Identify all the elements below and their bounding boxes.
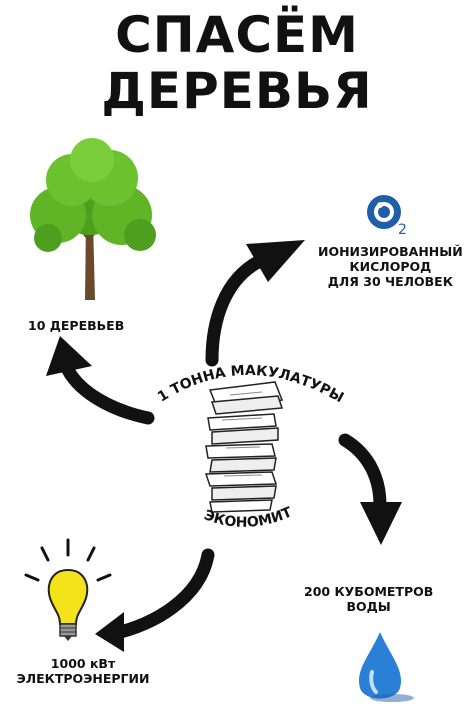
arrow-to-water [338, 433, 402, 545]
energy-line-1: 1000 кВт [50, 656, 116, 671]
trees-label: 10 ДЕРЕВЬЕВ [28, 318, 125, 333]
energy-line-2: ЭЛЕКТРОЭНЕРГИИ [16, 671, 150, 686]
tree-icon [30, 138, 156, 300]
title-line-2: ДЕРЕВЬЯ [101, 62, 373, 120]
oxygen-line-2: КИСЛОРОД [349, 259, 432, 274]
title-line-1: СПАСЁМ [115, 6, 359, 64]
water-label: 200 КУБОМЕТРОВ ВОДЫ [304, 584, 433, 614]
water-line-1: 200 КУБОМЕТРОВ [304, 584, 434, 599]
o2-molecule-icon: 2 [367, 195, 407, 238]
arrow-to-trees [46, 336, 155, 425]
arrow-to-oxygen [205, 240, 305, 367]
oxygen-label: ИОНИЗИРОВАННЫЙ КИСЛОРОД ДЛЯ 30 ЧЕЛОВЕК [318, 244, 463, 289]
arrow-to-energy [95, 548, 215, 652]
paper-stack-icon [204, 381, 284, 513]
oxygen-line-3: ДЛЯ 30 ЧЕЛОВЕК [327, 274, 453, 289]
water-line-2: ВОДЫ [346, 599, 391, 614]
energy-label: 1000 кВт ЭЛЕКТРОЭНЕРГИИ [8, 656, 158, 686]
water-drop-icon [359, 632, 414, 702]
oxygen-line-1: ИОНИЗИРОВАННЫЙ [318, 244, 463, 259]
light-bulb-icon [24, 538, 112, 641]
svg-text:2: 2 [398, 222, 407, 238]
